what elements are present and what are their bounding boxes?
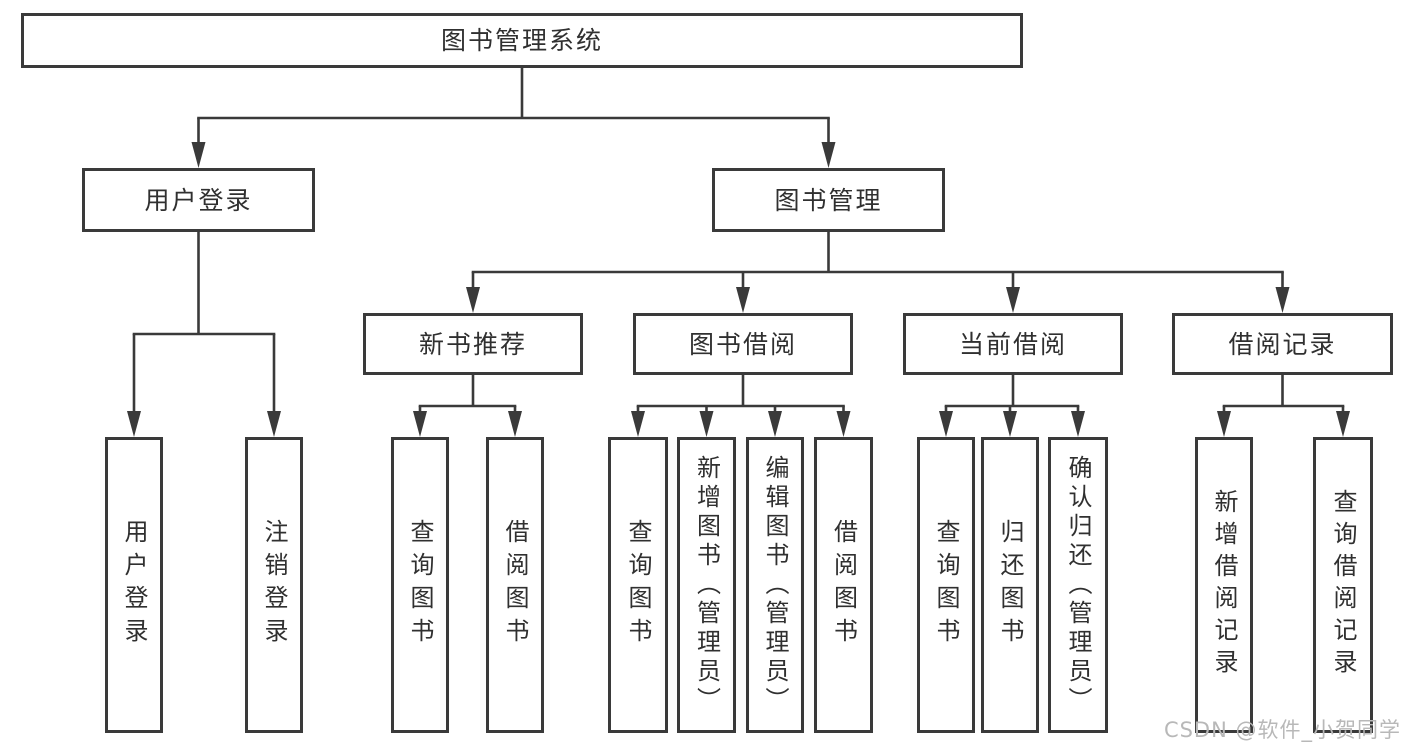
- node-label: 确认归还（管理员）: [1064, 454, 1092, 716]
- node-label: 编辑图书（管理员）: [761, 454, 789, 716]
- node-label: 查询借阅记录: [1329, 489, 1357, 681]
- node-root: 图书管理系统: [21, 13, 1023, 68]
- node-new-book-rec: 新书推荐: [363, 313, 583, 375]
- node-edit-books-admin: 编辑图书（管理员）: [746, 437, 804, 733]
- node-label: 用户登录: [144, 185, 253, 215]
- node-label: 当前借阅: [958, 329, 1067, 359]
- watermark-text: CSDN @软件_小贺同学: [1163, 718, 1401, 742]
- node-label: 查询图书: [624, 519, 652, 651]
- node-query-borrow-record: 查询借阅记录: [1313, 437, 1373, 733]
- node-label: 查询图书: [406, 519, 434, 651]
- node-query-books-3: 查询图书: [917, 437, 975, 733]
- node-label: 图书借阅: [688, 329, 797, 359]
- node-label: 借阅记录: [1228, 329, 1337, 359]
- node-query-books-1: 查询图书: [391, 437, 449, 733]
- node-label: 注销登录: [260, 519, 288, 651]
- node-query-books-2: 查询图书: [608, 437, 668, 733]
- node-label: 新增借阅记录: [1210, 489, 1238, 681]
- node-label: 用户登录: [120, 519, 148, 651]
- node-return-books: 归还图书: [981, 437, 1039, 733]
- node-label: 借阅图书: [829, 519, 858, 651]
- node-book-mgmt: 图书管理: [712, 168, 945, 232]
- node-logout-leaf: 注销登录: [245, 437, 303, 733]
- node-add-borrow-record: 新增借阅记录: [1195, 437, 1253, 733]
- node-add-books-admin: 新增图书（管理员）: [677, 437, 736, 733]
- node-label: 新书推荐: [418, 329, 527, 359]
- node-label: 借阅图书: [501, 519, 529, 651]
- node-label: 图书管理系统: [440, 26, 603, 55]
- node-label: 图书管理: [774, 185, 883, 215]
- node-borrow-books-1: 借阅图书: [486, 437, 544, 733]
- node-label: 归还图书: [996, 519, 1024, 651]
- node-borrow-records: 借阅记录: [1172, 313, 1393, 375]
- node-borrow-books-2: 借阅图书: [814, 437, 873, 733]
- node-book-borrow: 图书借阅: [633, 313, 853, 375]
- node-user-login: 用户登录: [82, 168, 315, 232]
- node-label: 查询图书: [932, 519, 960, 651]
- node-confirm-return-admin: 确认归还（管理员）: [1048, 437, 1108, 733]
- node-current-borrow: 当前借阅: [903, 313, 1123, 375]
- node-label: 新增图书（管理员）: [692, 454, 721, 716]
- node-user-login-leaf: 用户登录: [105, 437, 163, 733]
